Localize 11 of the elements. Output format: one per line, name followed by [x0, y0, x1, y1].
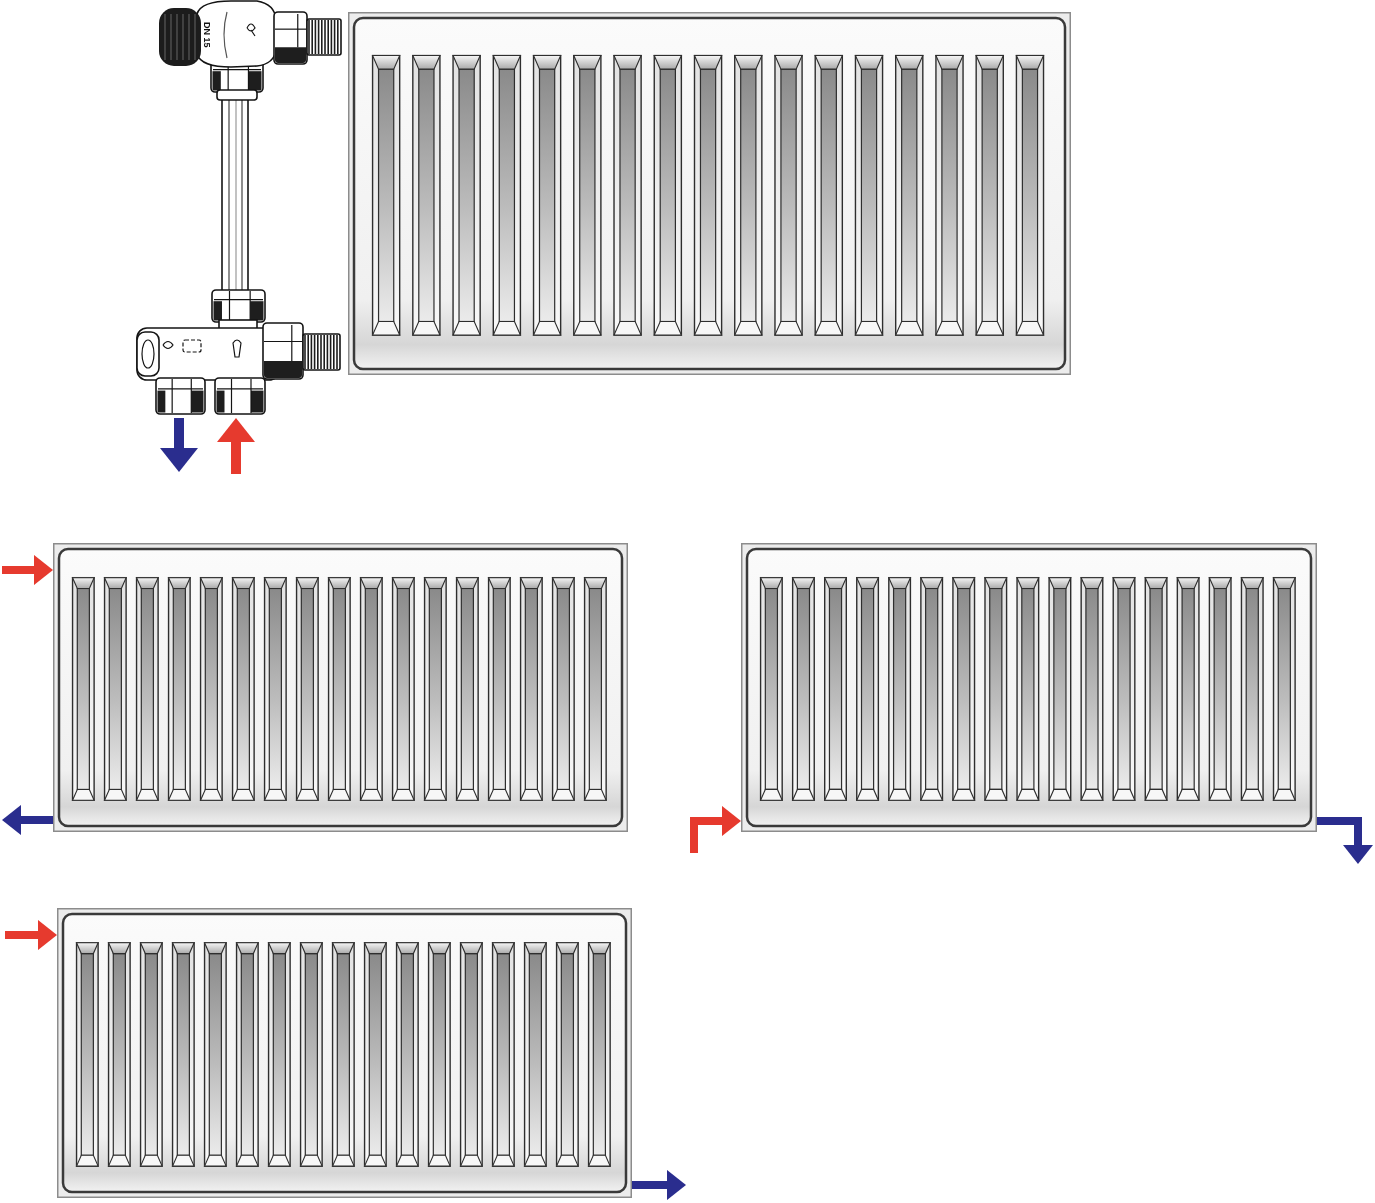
flow-arrow	[217, 418, 255, 474]
radiator-drawing	[348, 12, 1071, 375]
radiator-drawing	[57, 908, 632, 1198]
valve-marking: DN 15	[202, 22, 211, 48]
flow-arrow	[632, 1169, 686, 1201]
radiator-drawing	[53, 543, 628, 832]
flow-arrow	[1317, 817, 1374, 864]
flow-arrow	[160, 418, 198, 472]
flow-arrow	[2, 554, 53, 586]
radiator-drawing	[741, 543, 1317, 832]
flow-arrow	[2, 804, 53, 836]
